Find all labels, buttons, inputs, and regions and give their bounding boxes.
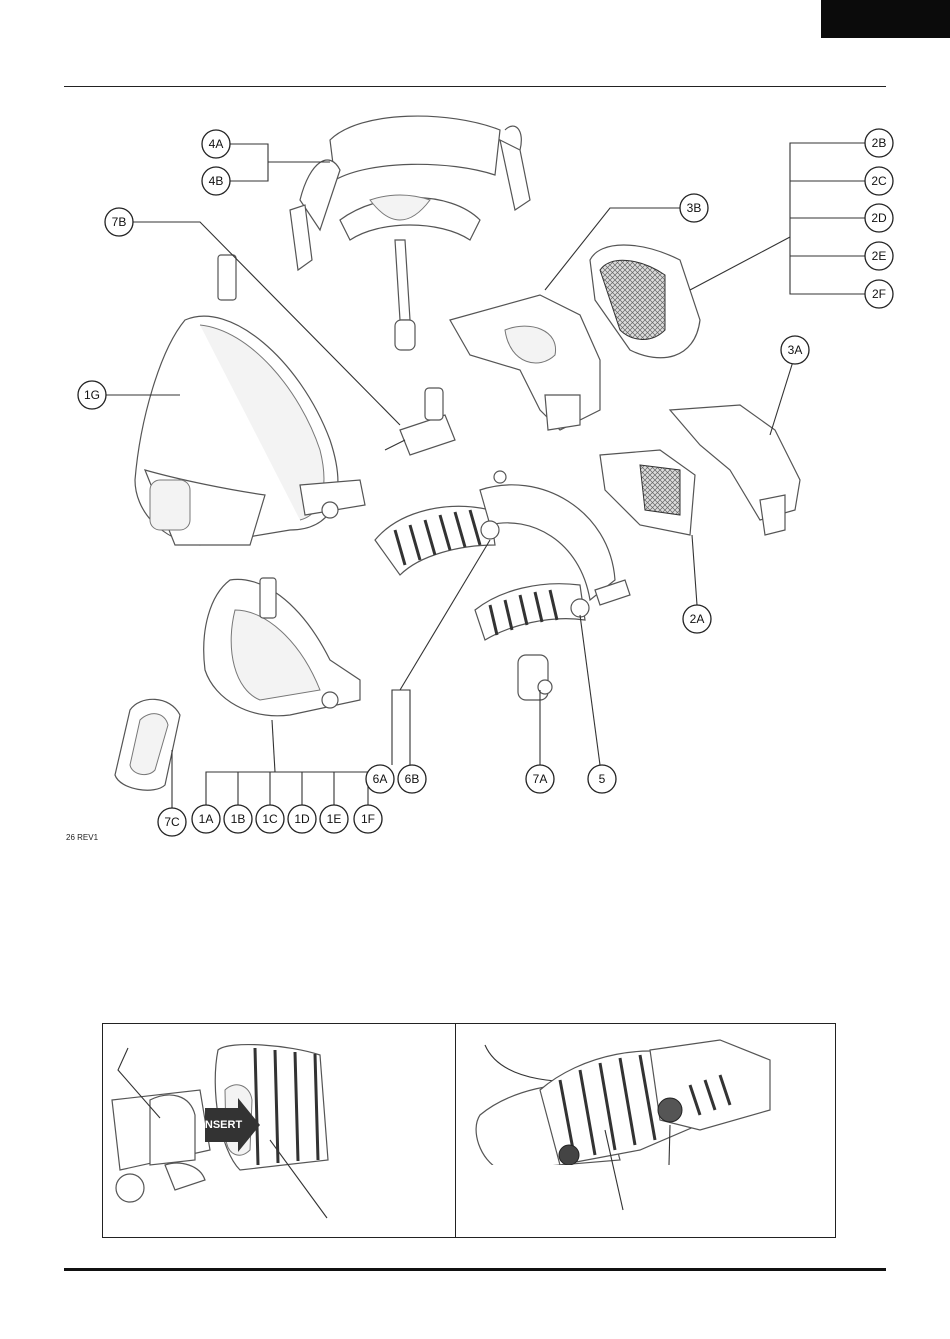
- clip-7a-part: [518, 655, 552, 700]
- svg-text:1G: 1G: [84, 388, 100, 402]
- face-shield-part: [135, 255, 365, 545]
- svg-text:7B: 7B: [112, 215, 127, 229]
- filter-cartridge-part: [590, 245, 700, 358]
- insertion-illustration-frame: [102, 1023, 836, 1238]
- callout-1d: 1D: [288, 805, 316, 833]
- svg-text:2D: 2D: [871, 211, 887, 225]
- callout-3a: 3A: [781, 336, 809, 364]
- svg-text:1F: 1F: [361, 812, 375, 826]
- svg-text:2B: 2B: [872, 136, 887, 150]
- callout-1c: 1C: [256, 805, 284, 833]
- callout-2c: 2C: [865, 167, 893, 195]
- callout-1g: 1G: [78, 381, 106, 409]
- callout-2d: 2D: [865, 204, 893, 232]
- face-seal-part: [204, 578, 360, 716]
- callout-2a: 2A: [683, 605, 711, 633]
- breathing-tube-part: [375, 471, 630, 640]
- svg-text:4B: 4B: [209, 174, 224, 188]
- svg-text:1A: 1A: [199, 812, 214, 826]
- callout-2e: 2E: [865, 242, 893, 270]
- belt-clip-7c-part: [115, 699, 180, 790]
- svg-text:7A: 7A: [533, 772, 548, 786]
- svg-text:1D: 1D: [294, 812, 310, 826]
- callout-3b: 3B: [680, 194, 708, 222]
- svg-text:1B: 1B: [231, 812, 246, 826]
- callout-4a: 4A: [202, 130, 230, 158]
- svg-text:2A: 2A: [690, 612, 705, 626]
- svg-text:6B: 6B: [405, 772, 420, 786]
- svg-text:7C: 7C: [164, 815, 180, 829]
- svg-text:1E: 1E: [327, 812, 342, 826]
- callout-4b: 4B: [202, 167, 230, 195]
- footer-rule: [64, 1268, 886, 1271]
- callout-5: 5: [588, 765, 616, 793]
- figure-code-label: 26 REV1: [66, 833, 98, 842]
- svg-text:5: 5: [599, 772, 606, 786]
- filter-housing-3b-part: [450, 295, 600, 430]
- power-adapter-part: [385, 388, 455, 455]
- svg-text:4A: 4A: [209, 137, 224, 151]
- svg-text:2E: 2E: [872, 249, 887, 263]
- insertion-frame-divider: [455, 1023, 456, 1238]
- callout-2f: 2F: [865, 280, 893, 308]
- svg-text:3A: 3A: [788, 343, 803, 357]
- svg-text:2C: 2C: [871, 174, 887, 188]
- callout-1e: 1E: [320, 805, 348, 833]
- svg-text:6A: 6A: [373, 772, 388, 786]
- callout-6a: 6A: [366, 765, 394, 793]
- svg-text:3B: 3B: [687, 201, 702, 215]
- callout-1b: 1B: [224, 805, 252, 833]
- svg-text:2F: 2F: [872, 287, 886, 301]
- callout-1f: 1F: [354, 805, 382, 833]
- pre-filter-2a-part: [600, 450, 695, 535]
- callout-2b: 2B: [865, 129, 893, 157]
- svg-text:1C: 1C: [262, 812, 278, 826]
- callout-7c: 7C: [158, 808, 186, 836]
- callout-7a: 7A: [526, 765, 554, 793]
- callout-7b: 7B: [105, 208, 133, 236]
- callout-1a: 1A: [192, 805, 220, 833]
- callout-6b: 6B: [398, 765, 426, 793]
